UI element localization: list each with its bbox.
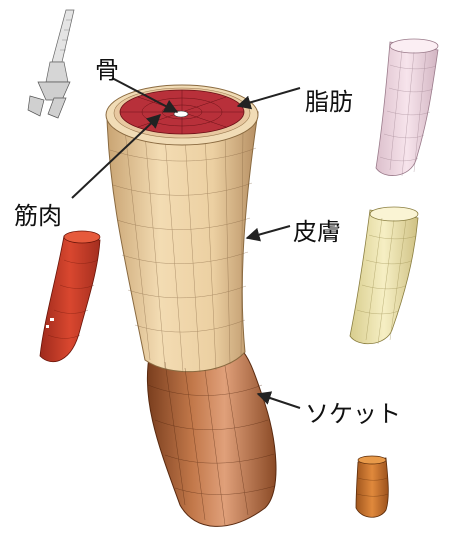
socket-label: ソケット <box>305 402 401 426</box>
skin-leader-line <box>247 226 290 238</box>
bone-label: 骨 <box>95 58 119 82</box>
bone-model-icon <box>28 10 74 118</box>
skin-layer <box>107 112 258 372</box>
fat-label: 脂肪 <box>305 90 353 114</box>
main-limb-model <box>106 85 276 526</box>
muscle-label: 筋肉 <box>14 204 62 228</box>
socket-model-icon <box>356 456 388 517</box>
muscle-model-icon <box>40 231 100 362</box>
skin-label: 皮膚 <box>293 220 341 244</box>
fat-layer-model-icon <box>376 39 438 176</box>
fat-leader-line <box>238 88 300 106</box>
skin-layer-model-icon <box>350 207 418 344</box>
